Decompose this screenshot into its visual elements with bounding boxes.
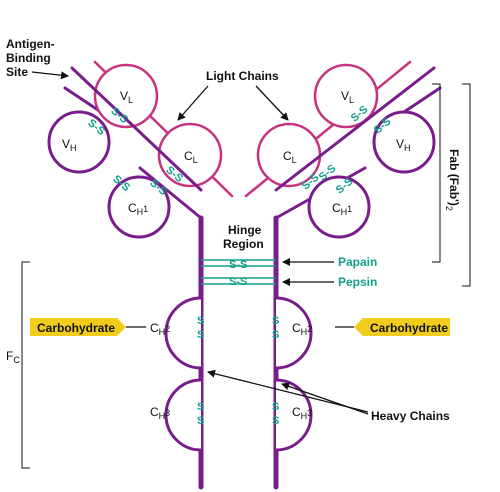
ch3-left-s-lower: S bbox=[197, 415, 204, 427]
vl-left-label: VL bbox=[120, 89, 133, 105]
ch2-right-domain bbox=[275, 296, 313, 370]
ch1-left-domain bbox=[107, 175, 171, 239]
ch3-left-label: CH3 bbox=[150, 405, 170, 421]
vh-domains bbox=[47, 110, 436, 174]
light-chains-callout: Light Chains bbox=[177, 69, 289, 121]
vh-left-label: VH bbox=[62, 137, 77, 153]
hinge-region-callout: Hinge Region bbox=[223, 223, 264, 251]
light-domains bbox=[93, 63, 379, 188]
left-arm-inner bbox=[70, 66, 203, 192]
fc-bracket bbox=[21, 261, 30, 469]
ch3-right-s-upper: S bbox=[272, 401, 279, 413]
ch3-left-s-upper: S bbox=[197, 401, 204, 413]
antigen-label-line3: Site bbox=[6, 65, 28, 79]
papain-label: Papain bbox=[338, 255, 377, 269]
cl-right-label: CL bbox=[283, 149, 297, 165]
ch2-left-domain bbox=[164, 296, 202, 370]
vl-right-domain bbox=[313, 63, 379, 129]
fab-heavy-inner bbox=[70, 66, 436, 192]
vl-right-label: VL bbox=[341, 89, 354, 105]
vh-right-label: VH bbox=[396, 137, 411, 153]
antigen-binding-site-callout: Antigen- Binding Site bbox=[6, 37, 69, 80]
fc-label: FC bbox=[6, 349, 20, 365]
ch2-left-label: CH2 bbox=[150, 321, 170, 337]
hinge-label-line2: Region bbox=[223, 237, 264, 251]
ch3-right-domain bbox=[275, 378, 313, 452]
left-arm-outer-lower bbox=[138, 166, 203, 220]
vl-left-domain bbox=[93, 63, 159, 129]
light-chains-label: Light Chains bbox=[206, 69, 279, 83]
fab-outer-bracket bbox=[462, 83, 471, 287]
cl-left-domain bbox=[157, 122, 223, 188]
carbohydrate-right: Carbohydrate bbox=[335, 318, 450, 336]
ch1-right-label: CH1 bbox=[332, 201, 352, 217]
light-chains-arrow-left bbox=[177, 85, 209, 121]
domain-labels: VL VH CL CH1 VL VH CL CH1 CH2 CH2 CH3 CH… bbox=[62, 89, 411, 421]
fab-label: Fab (Fab')2 bbox=[444, 149, 461, 211]
ch3-left-domain bbox=[164, 378, 202, 452]
fab-brackets bbox=[432, 83, 471, 287]
light-chains-arrow-right bbox=[255, 85, 289, 121]
ch3-right-label: CH3 bbox=[292, 405, 312, 421]
pepsin-label: Pepsin bbox=[338, 275, 377, 289]
vh-right-domain bbox=[372, 110, 436, 174]
cleavage-lines bbox=[201, 259, 276, 285]
ch2-left-s-lower: S bbox=[197, 329, 204, 341]
heavy-chains-arrow-right bbox=[281, 382, 369, 415]
ch3-right-s-lower: S bbox=[272, 415, 279, 427]
antigen-label-line2: Binding bbox=[6, 51, 51, 65]
fab-inner-bracket bbox=[432, 83, 441, 263]
carbohydrate-right-label: Carbohydrate bbox=[370, 321, 448, 335]
enzyme-callouts: Papain Pepsin bbox=[282, 255, 377, 289]
hinge-ss-upper: S-S bbox=[229, 259, 247, 271]
hinge-label-line1: Hinge bbox=[228, 223, 262, 237]
hinge-ss-lower: S-S bbox=[229, 276, 247, 288]
ch2-right-label: CH2 bbox=[292, 321, 312, 337]
ch1-right-domain bbox=[307, 175, 371, 239]
carbohydrate-left-tag bbox=[30, 318, 126, 336]
carbohydrate-right-tag bbox=[354, 318, 450, 336]
carbohydrate-left: Carbohydrate bbox=[30, 318, 146, 336]
vh-left-domain bbox=[47, 110, 111, 174]
heavy-chains-label: Heavy Chains bbox=[371, 409, 450, 423]
antigen-arrow bbox=[31, 71, 69, 80]
ch2-right-s-upper: S bbox=[272, 315, 279, 327]
antigen-label-line1: Antigen- bbox=[6, 37, 55, 51]
ch2-left-s-upper: S bbox=[197, 315, 204, 327]
cl-left-label: CL bbox=[184, 149, 198, 165]
ch1-domains bbox=[107, 175, 371, 239]
ch1-left-label: CH1 bbox=[128, 201, 148, 217]
carbohydrate-left-label: Carbohydrate bbox=[37, 321, 115, 335]
right-arm-inner bbox=[274, 66, 436, 192]
fc-domains bbox=[164, 296, 313, 452]
ch2-right-s-lower: S bbox=[272, 329, 279, 341]
heavy-chains-callout: Heavy Chains bbox=[207, 369, 450, 423]
